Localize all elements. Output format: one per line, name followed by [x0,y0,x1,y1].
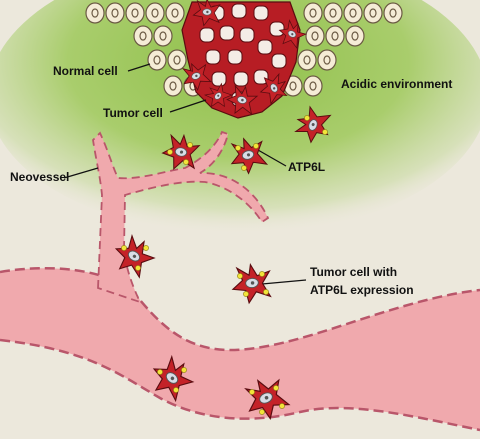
label-tumor-cell: Tumor cell [103,106,163,120]
tumor-mass [178,0,309,119]
label-normal-cell: Normal cell [53,64,118,78]
blood-vessel [0,268,480,430]
label-atp6l-expression: ATP6L expression [310,283,414,297]
label-neovessel: Neovessel [10,170,70,184]
neovessel [92,130,270,304]
label-tumor-cell-with: Tumor cell with [310,265,398,279]
label-acidic-environment: Acidic environment [341,77,453,91]
normal-cells [85,2,403,97]
leader-lines [63,63,307,285]
label-atp6l: ATP6L [288,160,326,174]
